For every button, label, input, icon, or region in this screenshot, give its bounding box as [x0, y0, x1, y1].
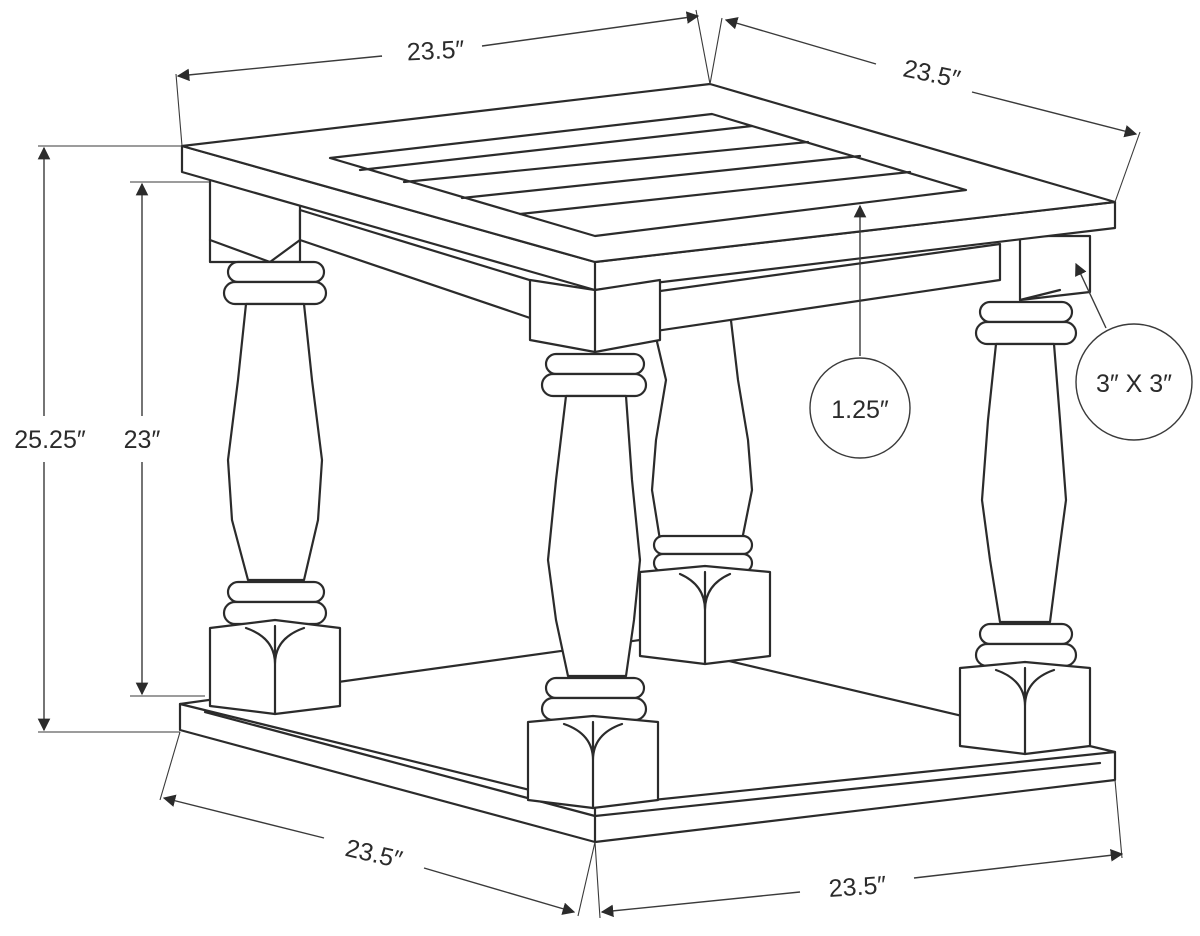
callout-leaders [853, 204, 1107, 356]
top-thickness-callout [809, 357, 911, 459]
bottom-depth-label: 23.5″ [343, 834, 405, 874]
leg-size-label: 3″ X 3″ [1096, 370, 1172, 398]
top-thickness-label: 1.25″ [831, 396, 889, 424]
leg-back-right [638, 310, 772, 666]
top-depth-label: 23.5″ [901, 55, 963, 94]
leg-back-left [208, 168, 342, 716]
dimension-lines [37, 11, 1138, 918]
leg-front-left [526, 278, 662, 810]
bottom-width-label: 23.5″ [828, 871, 887, 903]
overall-height-label: 25.25″ [14, 426, 86, 454]
leg-size-callout [1075, 323, 1193, 441]
top-width-label: 23.5″ [406, 36, 465, 67]
leg-front-right [958, 234, 1092, 756]
leg-height-label: 23″ [124, 426, 161, 454]
